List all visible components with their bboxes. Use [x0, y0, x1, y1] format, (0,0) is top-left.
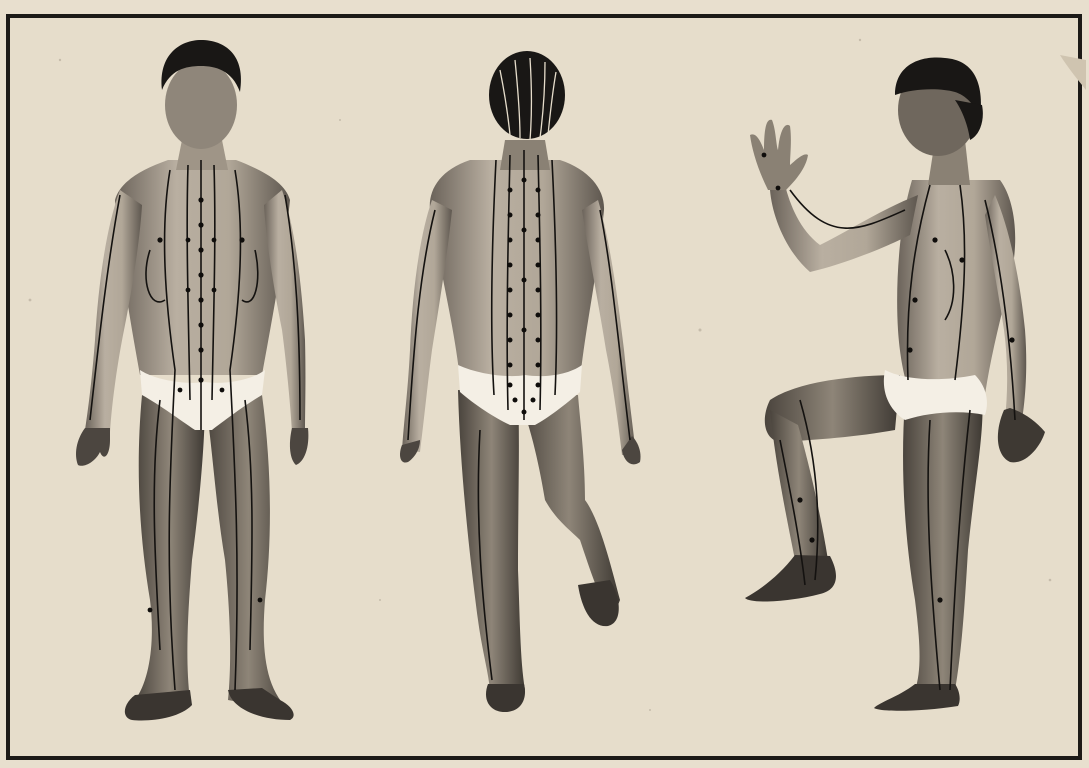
torn-corner [1060, 55, 1086, 90]
back-figure [400, 51, 641, 712]
side-figure [745, 57, 1045, 710]
front-figure [76, 40, 308, 720]
